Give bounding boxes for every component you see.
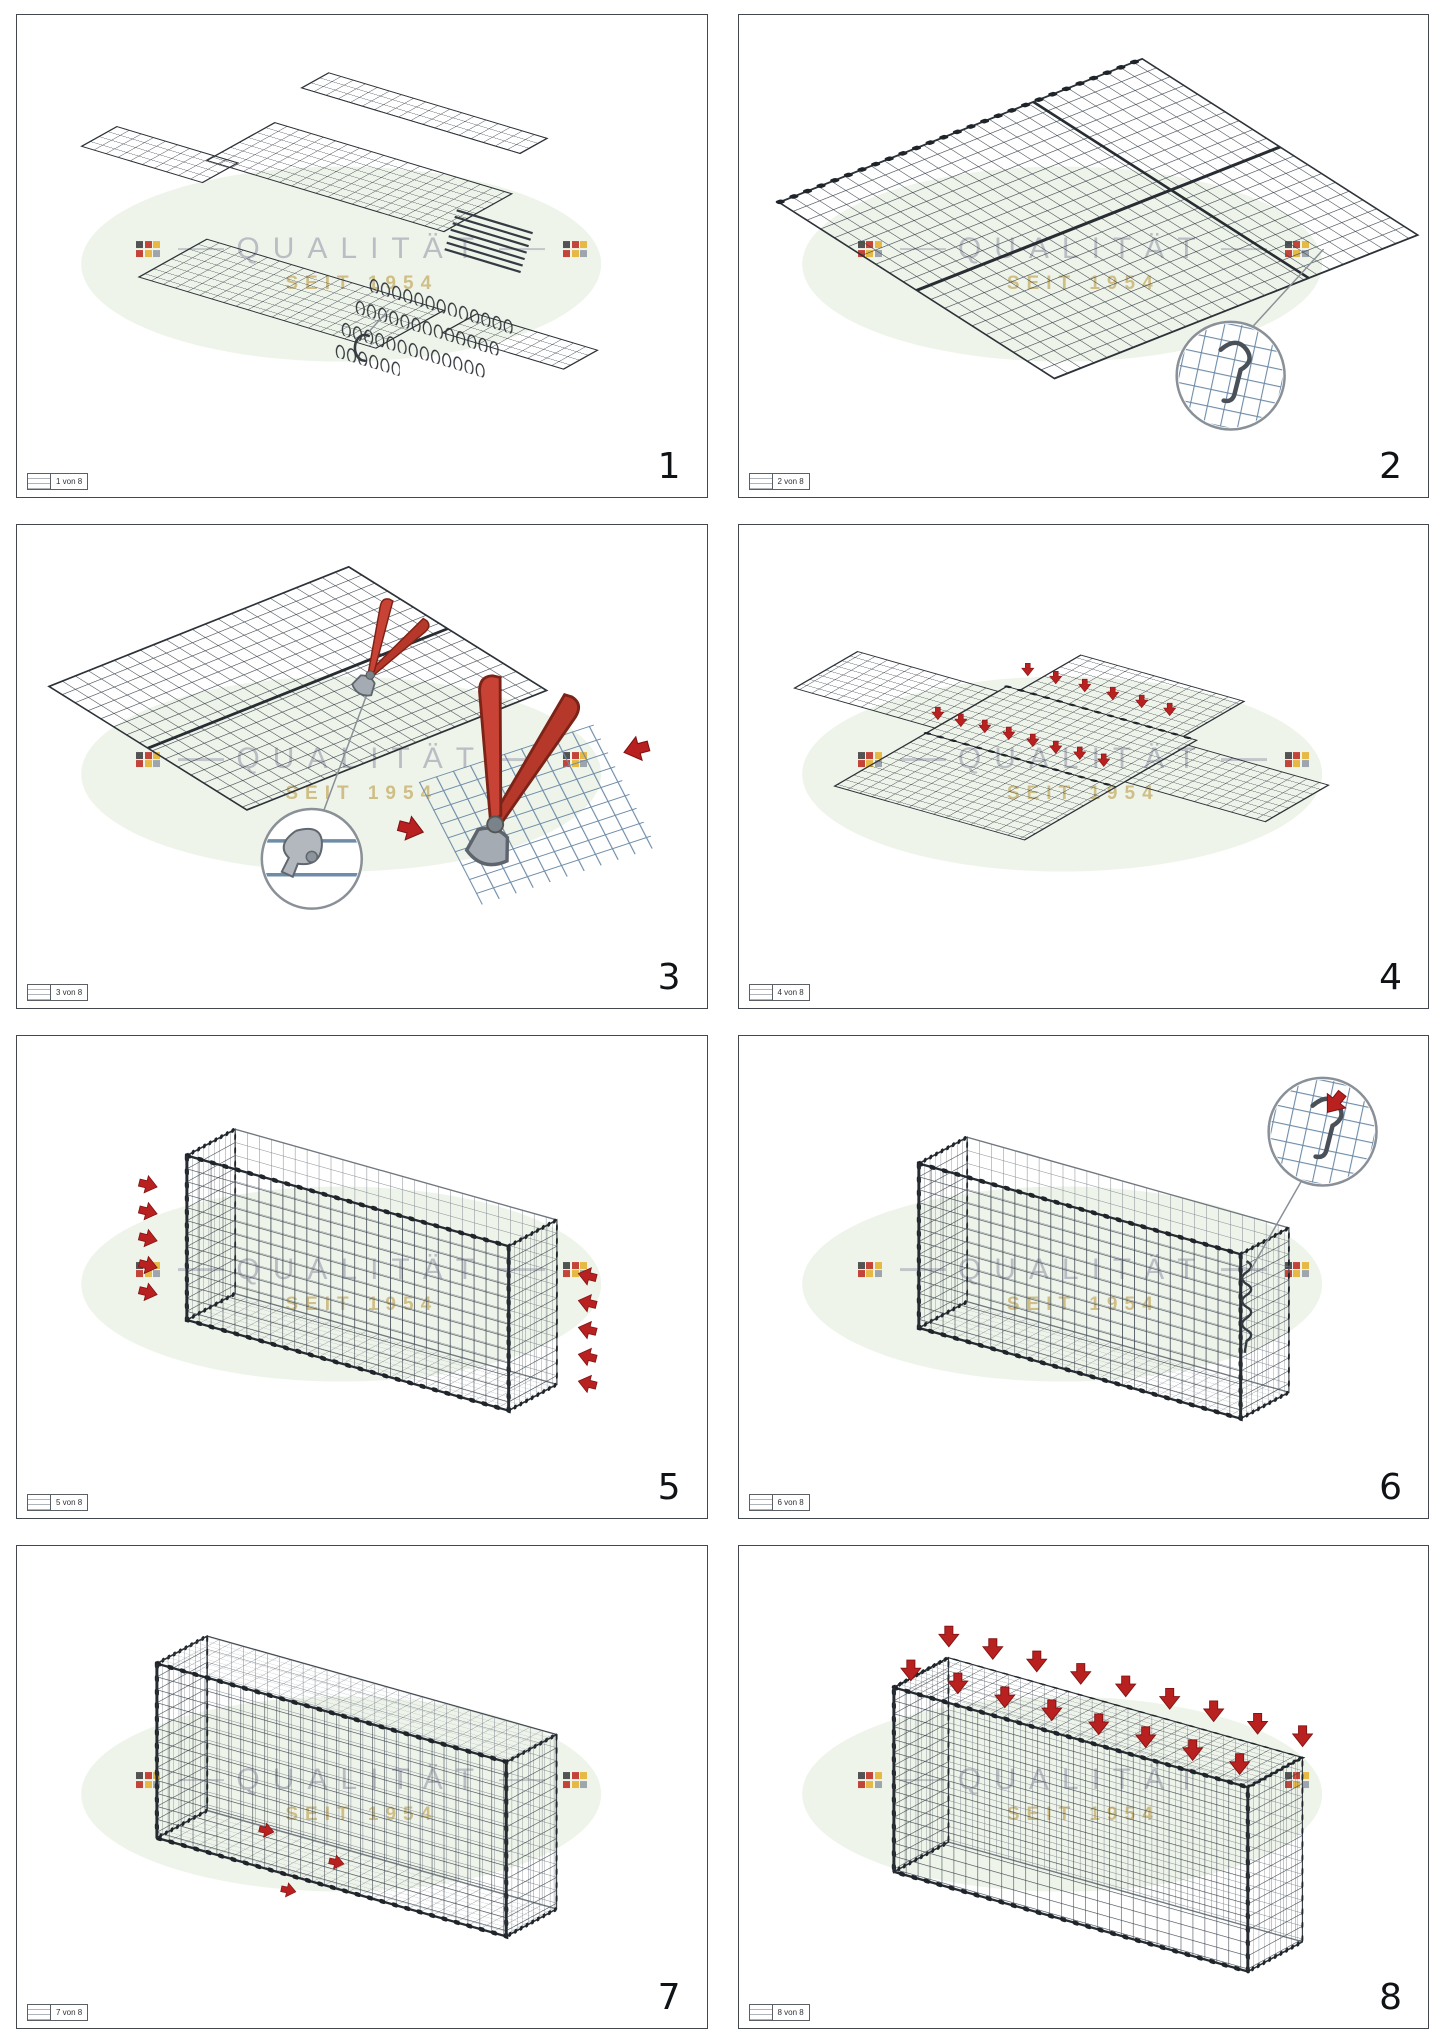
page-indicator: 2 von 8: [777, 477, 804, 487]
page-indicator: 5 von 8: [56, 1497, 83, 1507]
brand-logo-icon: [1284, 751, 1309, 768]
corner-posts: [916, 1163, 1242, 1419]
stamp-frame: [749, 1494, 773, 1510]
watermark-rule: [499, 247, 546, 251]
c-clip-icon: [353, 333, 371, 363]
step-panel-3: QUALITÄT SEIT 1954 3 von 8: [16, 524, 708, 1009]
unfolded-cross-mesh: [792, 651, 1330, 841]
step-panel-7: QUALITÄT SEIT 1954: [16, 1544, 708, 2029]
sheet-stamp: 8 von 8: [748, 2004, 810, 2021]
step-2-illustration: [775, 57, 1420, 497]
stamp-frame: [28, 984, 51, 1000]
page-indicator: 3 von 8: [56, 987, 83, 997]
step-number: 2: [1379, 446, 1402, 488]
watermark-rule: [1220, 758, 1267, 761]
brand-logo-icon: [857, 1261, 882, 1278]
step-number: 3: [657, 956, 681, 998]
basket-with-lid: [154, 1633, 558, 1939]
spiral-fasteners: [334, 276, 513, 379]
callout-leader: [1249, 248, 1324, 330]
sheet-stamp: 7 von 8: [27, 2004, 89, 2021]
sheet-stamp: 6 von 8: [748, 1493, 810, 1511]
step-3-illustration: [47, 566, 657, 1007]
stamp-frame: [28, 2005, 51, 2020]
step-4-illustration: [792, 651, 1330, 841]
corner-posts: [185, 1155, 511, 1411]
stamp-frame: [28, 474, 51, 490]
callout-leader: [368, 309, 390, 333]
step-6-illustration: [916, 1036, 1429, 1421]
sheet-stamp: 1 von 8: [27, 473, 89, 491]
assembled-basket: [184, 1125, 558, 1413]
assembled-basket: [916, 1133, 1290, 1421]
step-number: 5: [657, 1466, 681, 1508]
stamp-frame: [749, 984, 773, 1000]
brand-logo-icon: [857, 1772, 882, 1788]
step-panel-4: QUALITÄT SEIT 1954: [737, 524, 1429, 1009]
mesh-panel: [80, 126, 240, 184]
brand-logo-icon: [563, 1772, 588, 1788]
sheet-stamp: 5 von 8: [27, 1493, 89, 1511]
action-arrow-icon: [620, 733, 653, 765]
stamp-frame: [28, 1494, 51, 1510]
step-number: 4: [1379, 956, 1402, 998]
page-indicator: 4 von 8: [777, 987, 804, 997]
step-number: 1: [657, 446, 681, 488]
step-1-illustration: [80, 72, 599, 379]
sheet-stamp: 3 von 8: [27, 983, 89, 1001]
sheet-stamp: 2 von 8: [748, 473, 810, 491]
detail-magnifier-clamp: [262, 809, 362, 909]
stamp-frame: [749, 474, 773, 490]
corner-posts: [155, 1663, 508, 1937]
step-number: 7: [657, 1977, 681, 2018]
mesh-parts-overview: [80, 72, 599, 379]
sheet-stamp: 4 von 8: [748, 983, 810, 1001]
page-indicator: 7 von 8: [56, 2008, 83, 2017]
step-number: 8: [1379, 1977, 1402, 2018]
page-indicator: 6 von 8: [777, 1497, 804, 1507]
callout-leader: [1249, 1174, 1305, 1271]
closed-basket: [890, 1654, 1305, 1975]
watermark-subtitle: SEIT 1954: [285, 783, 439, 805]
step-5-illustration: [136, 1125, 599, 1413]
brand-logo-icon: [136, 241, 161, 257]
mesh-panel: [205, 122, 514, 233]
step-7-illustration: [154, 1633, 558, 1939]
step-panel-5: QUALITÄT SEIT 1954: [16, 1034, 708, 1519]
step-8-illustration: [890, 1625, 1313, 1975]
step-panel-8: QUALITÄT SEIT 1954: [737, 1544, 1429, 2029]
corner-posts: [891, 1687, 1249, 1972]
step-number: 6: [1379, 1466, 1402, 1508]
callout-leader: [321, 689, 370, 817]
step-panel-6: QUALITÄT SEIT 1954 6 von 8 6: [737, 1034, 1429, 1519]
detail-magnifier-hook: [1249, 1058, 1396, 1205]
page-indicator: 1 von 8: [56, 477, 83, 487]
brand-logo-icon: [136, 751, 161, 768]
rod-wires: [444, 209, 533, 274]
stamp-frame: [749, 2005, 773, 2020]
mesh-panel: [441, 313, 599, 370]
step-panel-1: QUALITÄT SEIT 1954: [16, 14, 708, 499]
page-indicator: 8 von 8: [777, 2008, 804, 2017]
brand-logo-icon: [563, 241, 588, 257]
base-mesh-panel: [775, 57, 1420, 380]
step-panel-2: QUALITÄT SEIT 1954 2 von 8 2: [737, 14, 1429, 499]
action-arrow-icon: [395, 813, 427, 845]
spiral-fastener-icon: [1240, 1259, 1252, 1353]
mesh-panel: [300, 72, 549, 155]
